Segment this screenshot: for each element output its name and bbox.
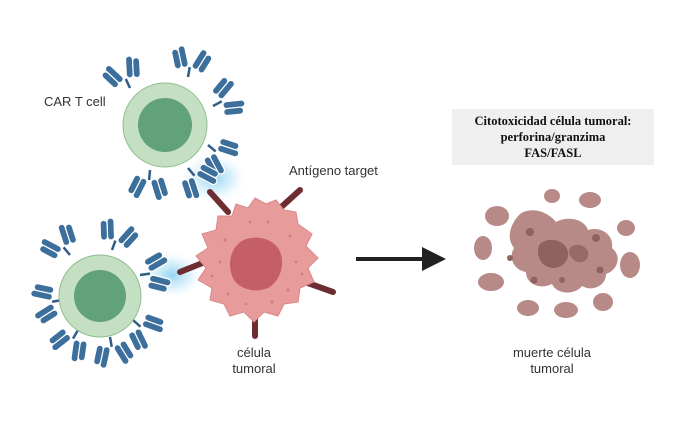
car-t-cell-lower [26, 212, 175, 373]
antigen [177, 259, 208, 275]
car-t-cell-label: CAR T cell [44, 94, 106, 109]
cytotoxicity-box: Citotoxicidad célula tumoral: perforina/… [452, 109, 654, 165]
tumor-cell-dots [210, 220, 304, 306]
t-cell-nucleus [138, 98, 192, 152]
transition-arrow [356, 247, 446, 271]
tumor-cell-label: célula tumoral [226, 345, 282, 377]
tumor-cell-label-line2: tumoral [232, 361, 276, 376]
tumor-cell [177, 187, 336, 339]
cytotoxicity-line2: perforina/granzima [500, 130, 606, 144]
car-t-cell-upper [95, 41, 252, 208]
antigen [207, 189, 231, 215]
debris-fragments [474, 189, 640, 318]
debris-dark-dots [507, 228, 604, 284]
dead-tumor-cell [474, 189, 640, 318]
dead-cell-label: muerte célula tumoral [500, 345, 604, 377]
dead-cell-label-line1: muerte célula [512, 345, 592, 360]
debris-dark-core [538, 239, 569, 269]
dead-cell-label-line2: tumoral [530, 361, 574, 376]
debris-dark-blob [569, 244, 589, 263]
tumor-cell-label-line1: célula [237, 345, 271, 360]
tumor-cell-nucleus [230, 237, 283, 291]
cytotoxicity-line1: Citotoxicidad célula tumoral: [474, 114, 632, 128]
antigen-target-label: Antígeno target [289, 163, 378, 178]
t-cell-nucleus [74, 270, 126, 322]
cytotoxicity-line3: FAS/FASL [524, 146, 582, 160]
